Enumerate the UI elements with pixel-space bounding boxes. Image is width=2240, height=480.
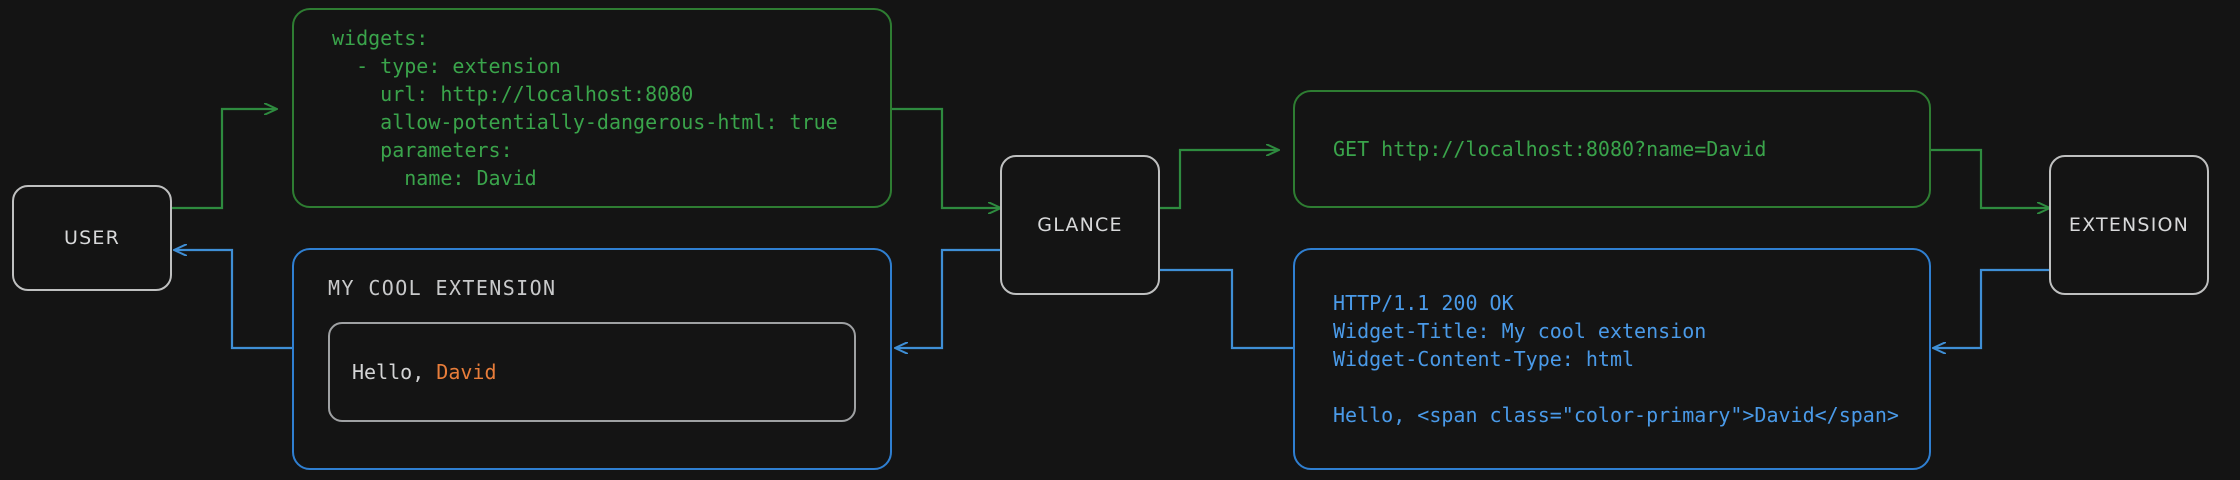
wire-user-to-config bbox=[172, 109, 276, 210]
config-line: - type: extension bbox=[332, 54, 561, 78]
widget-greeting-name: David bbox=[436, 360, 497, 384]
http-request-box: GET http://localhost:8080?name=David bbox=[1293, 90, 1931, 208]
request-line: GET http://localhost:8080?name=David bbox=[1333, 137, 1767, 161]
widget-title: MY COOL EXTENSION bbox=[328, 276, 557, 300]
node-glance[interactable]: GLANCE bbox=[1000, 155, 1160, 295]
wire-extension-to-response bbox=[1934, 268, 2049, 348]
response-line: Widget-Content-Type: html bbox=[1333, 347, 1635, 371]
node-extension[interactable]: EXTENSION bbox=[2049, 155, 2209, 295]
response-line: HTTP/1.1 200 OK bbox=[1333, 291, 1514, 315]
config-line: parameters: bbox=[332, 138, 513, 162]
http-response-box: HTTP/1.1 200 OK Widget-Title: My cool ex… bbox=[1293, 248, 1931, 470]
node-user-label: USER bbox=[64, 227, 120, 249]
wire-widget-to-user bbox=[175, 250, 292, 350]
config-line: name: David bbox=[332, 166, 537, 190]
response-line: Widget-Title: My cool extension bbox=[1333, 319, 1707, 343]
node-glance-label: GLANCE bbox=[1037, 214, 1123, 236]
config-yaml-box: widgets: - type: extension url: http://l… bbox=[292, 8, 892, 208]
wire-request-to-extension bbox=[1931, 148, 2049, 208]
wire-glance-to-widget bbox=[896, 248, 1000, 348]
response-line: Hello, <span class="color-primary">David… bbox=[1333, 403, 1899, 427]
rendered-widget-box: MY COOL EXTENSION Hello, David bbox=[292, 248, 892, 470]
widget-content-panel: Hello, David bbox=[328, 322, 856, 422]
wire-config-to-glance bbox=[892, 107, 1000, 208]
config-line: url: http://localhost:8080 bbox=[332, 82, 694, 106]
config-line: allow-potentially-dangerous-html: true bbox=[332, 110, 838, 134]
response-line-blank bbox=[1333, 373, 1929, 401]
config-line: widgets: bbox=[332, 26, 429, 50]
widget-greeting-prefix: Hello, bbox=[352, 360, 437, 384]
node-user[interactable]: USER bbox=[12, 185, 172, 291]
node-extension-label: EXTENSION bbox=[2068, 214, 2190, 236]
